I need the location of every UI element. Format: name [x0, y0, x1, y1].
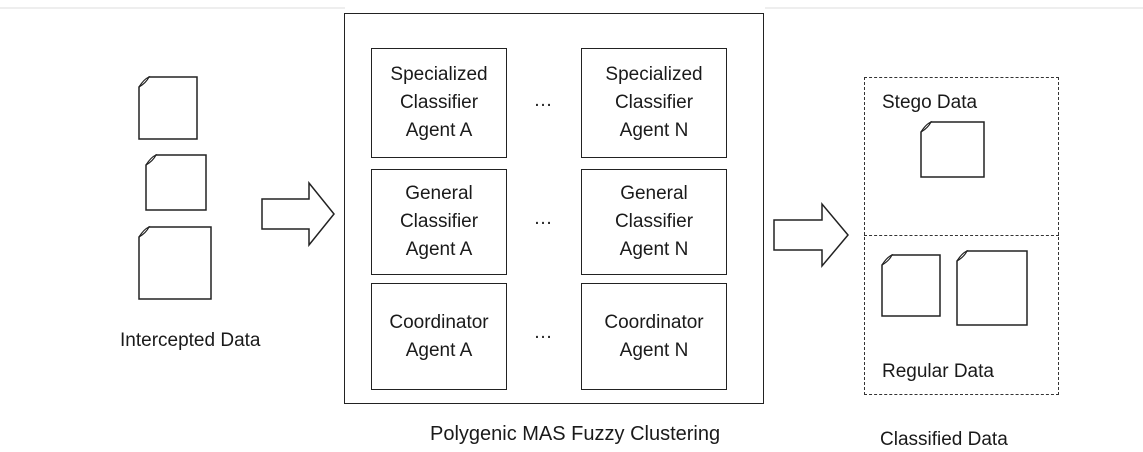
agent-label-line: General	[405, 183, 473, 204]
agent-label-line: Specialized	[605, 64, 703, 85]
document-icon	[145, 153, 207, 211]
mas-container	[344, 13, 764, 404]
document-icon	[956, 249, 1028, 326]
document-icon	[138, 225, 212, 300]
agent-label-line: Coordinator	[604, 311, 704, 333]
arrow-right-icon	[773, 201, 849, 269]
agent-label-line: Classifier	[399, 92, 479, 113]
mas-caption: Polygenic MAS Fuzzy Clustering	[430, 423, 721, 445]
agent-label-line: General	[620, 183, 688, 204]
ellipsis: …	[533, 208, 553, 229]
general-classifier-agent-a: General Classifier Agent A	[371, 169, 507, 275]
document-icon	[138, 75, 198, 140]
document-icon	[881, 253, 941, 317]
coordinator-agent-a: Coordinator Agent A	[371, 283, 507, 390]
agent-label-line: Agent A	[405, 120, 473, 141]
specialized-classifier-agent-n: Specialized Classifier Agent N	[581, 48, 727, 158]
document-icon	[920, 120, 985, 178]
arrow-right-icon	[261, 180, 335, 248]
agent-label-line: Classifier	[614, 211, 694, 232]
classified-data-container	[864, 77, 1059, 395]
agent-label-line: Classifier	[614, 92, 694, 113]
agent-label-line: Agent N	[619, 339, 689, 361]
coordinator-agent-n: Coordinator Agent N	[581, 283, 727, 390]
agent-label-line: Specialized	[390, 64, 488, 85]
classified-data-caption: Classified Data	[880, 429, 1008, 450]
agent-label-line: Coordinator	[389, 311, 489, 333]
agent-label-line: Agent N	[619, 239, 689, 260]
intercepted-data-label: Intercepted Data	[120, 330, 261, 351]
agent-label-line: Agent A	[405, 339, 473, 361]
stego-data-label: Stego Data	[882, 92, 978, 113]
specialized-classifier-agent-a: Specialized Classifier Agent A	[371, 48, 507, 158]
general-classifier-agent-n: General Classifier Agent N	[581, 169, 727, 275]
output-divider	[864, 235, 1059, 236]
ellipsis: …	[533, 322, 553, 343]
ellipsis: …	[533, 90, 553, 111]
agent-label-line: Agent N	[619, 120, 689, 141]
regular-data-label: Regular Data	[882, 361, 994, 382]
agent-label-line: Agent A	[405, 239, 473, 260]
agent-label-line: Classifier	[399, 211, 479, 232]
